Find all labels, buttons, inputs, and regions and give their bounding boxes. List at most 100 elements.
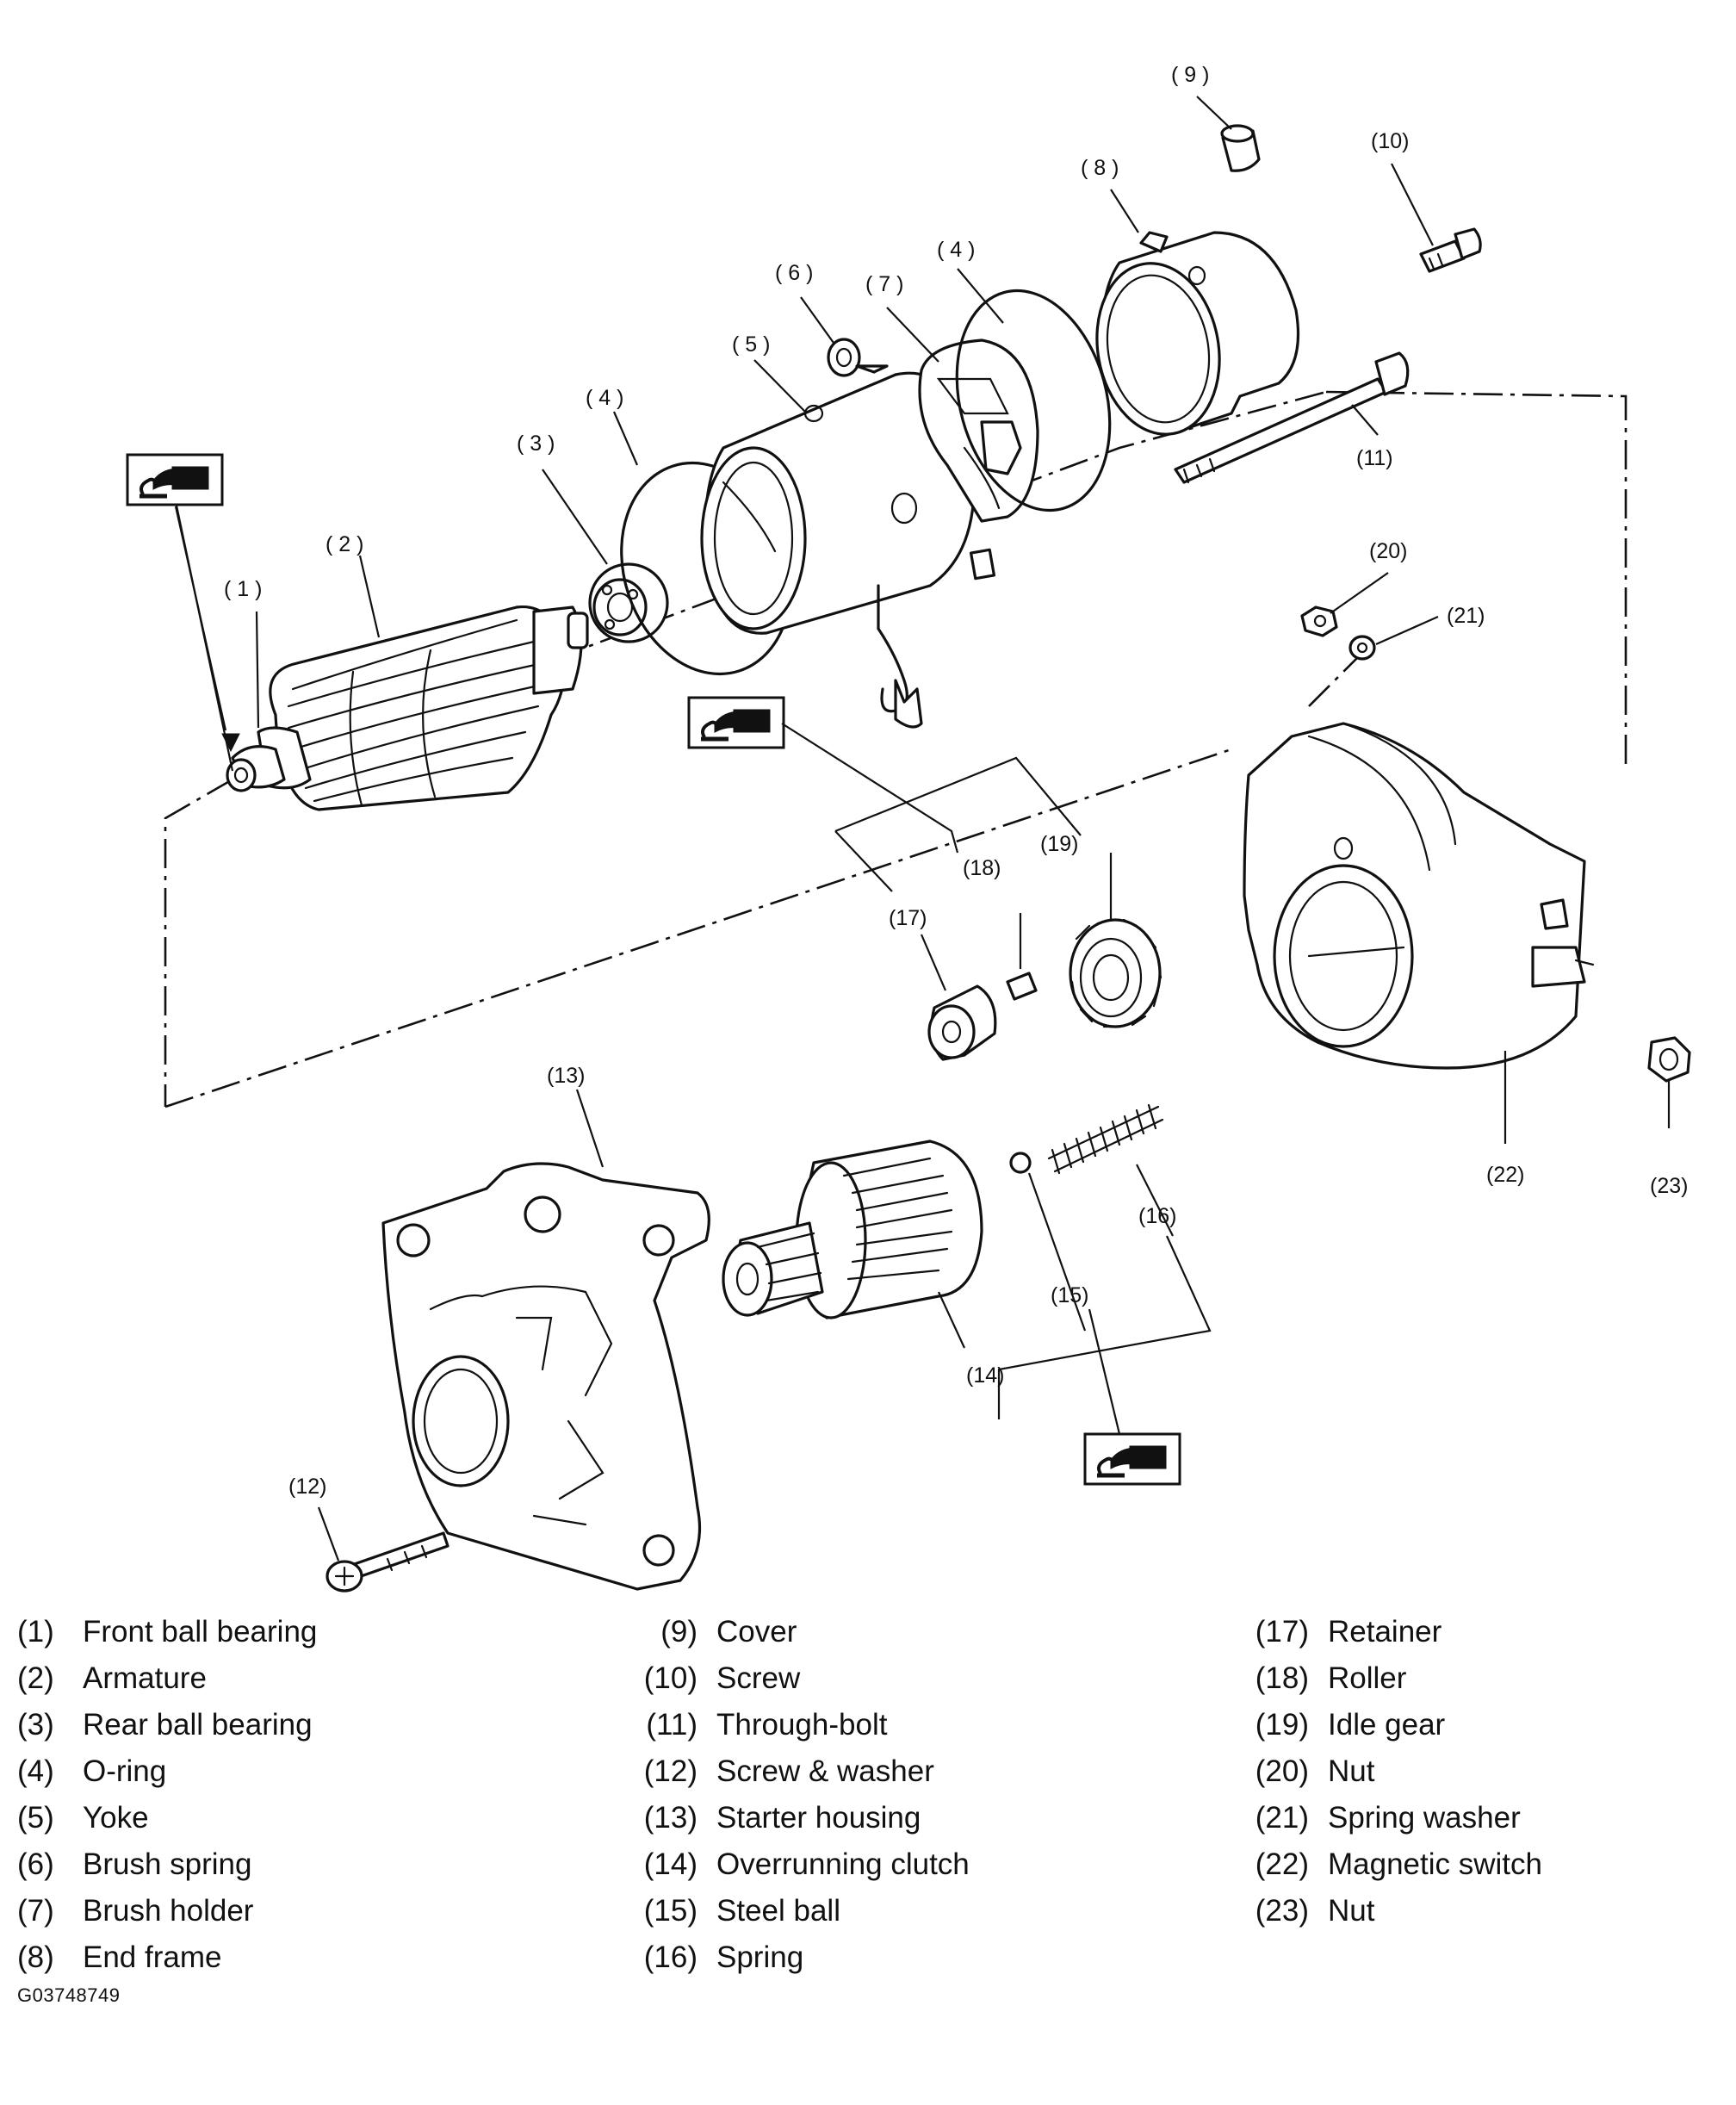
legend-number: (16) bbox=[643, 1940, 698, 1974]
legend-number: (1) bbox=[17, 1615, 54, 1649]
legend-number: (4) bbox=[17, 1754, 54, 1788]
legend-item: (5) Yoke bbox=[17, 1795, 317, 1841]
retainer-part bbox=[927, 984, 997, 1061]
callout-21: (21) bbox=[1447, 604, 1485, 628]
legend-number: (6) bbox=[17, 1847, 54, 1881]
legend-number: (23) bbox=[1255, 1894, 1309, 1928]
legend-label: End frame bbox=[83, 1940, 222, 1974]
callout-3: ( 3 ) bbox=[517, 432, 555, 456]
legend-item: (22) Magnetic switch bbox=[1231, 1841, 1542, 1888]
legend-number: (22) bbox=[1255, 1847, 1309, 1881]
legend-label: Through-bolt bbox=[716, 1708, 888, 1742]
brush-spring-part bbox=[827, 338, 889, 377]
brush-holder-part bbox=[918, 338, 1039, 581]
overrunning-clutch-part bbox=[722, 1139, 983, 1320]
legend-label: Magnetic switch bbox=[1328, 1847, 1542, 1881]
legend-label: Nut bbox=[1328, 1894, 1375, 1928]
legend-label: O-ring bbox=[83, 1754, 167, 1788]
legend-number: (2) bbox=[17, 1661, 54, 1695]
legend-number: (11) bbox=[646, 1708, 698, 1742]
nut-20-part bbox=[1300, 605, 1338, 637]
legend-item: (18)Roller bbox=[1231, 1655, 1542, 1702]
legend-label: Retainer bbox=[1328, 1615, 1442, 1649]
roller-part bbox=[1006, 972, 1038, 1001]
axis-line-lower bbox=[164, 748, 1232, 1108]
steel-ball-part bbox=[1009, 1152, 1032, 1174]
callout-12: (12) bbox=[288, 1475, 326, 1499]
callout-19: (19) bbox=[1040, 832, 1078, 856]
callout-4-rear: ( 4 ) bbox=[937, 238, 975, 262]
legend-item: (13) Starter housing bbox=[620, 1795, 970, 1841]
legend-number: (9) bbox=[660, 1615, 698, 1649]
callout-labels: ( 1 ) ( 2 ) ( 3 ) ( 4 ) ( 5 ) ( 6 ) ( 7 … bbox=[224, 63, 1688, 1499]
callout-2: ( 2 ) bbox=[326, 532, 363, 556]
legend-label: Yoke bbox=[83, 1801, 149, 1835]
legend-label: Spring bbox=[716, 1940, 804, 1974]
cover-part bbox=[1220, 124, 1261, 172]
end-frame-part bbox=[1095, 231, 1300, 436]
legend-label: Steel ball bbox=[716, 1894, 840, 1928]
callout-18: (18) bbox=[963, 856, 1001, 880]
armature-part bbox=[221, 605, 589, 811]
legend-item: (7)Brush holder bbox=[17, 1888, 317, 1934]
idle-gear-part bbox=[1069, 918, 1162, 1028]
legend-label: Screw bbox=[716, 1661, 801, 1695]
legend-number: (5) bbox=[17, 1801, 54, 1835]
legend-number: (8) bbox=[17, 1940, 54, 1974]
callout-11: (11) bbox=[1356, 446, 1393, 470]
grease-icon bbox=[1083, 1432, 1181, 1486]
callout-22: (22) bbox=[1486, 1163, 1524, 1187]
legend-number: (13) bbox=[643, 1801, 698, 1835]
legend-number: (10) bbox=[643, 1661, 698, 1695]
callout-9: ( 9 ) bbox=[1171, 63, 1209, 87]
exploded-view-diagram: ( 1 ) ( 2 ) ( 3 ) ( 4 ) ( 5 ) ( 6 ) ( 7 … bbox=[126, 63, 1691, 1593]
legend-column-1: (1) Front ball bearing (2) Armature (3) Rea… bbox=[17, 1609, 317, 1981]
legend-label: Rear ball bearing bbox=[83, 1708, 313, 1742]
legend-label: Front ball bearing bbox=[83, 1615, 318, 1649]
legend-item: (16) Spring bbox=[620, 1934, 970, 1981]
yoke-part bbox=[700, 371, 976, 729]
callout-1: ( 1 ) bbox=[224, 577, 262, 601]
legend-number: (19) bbox=[1255, 1708, 1309, 1742]
legend-number: (3) bbox=[17, 1708, 54, 1742]
axis-line-left bbox=[164, 778, 233, 1107]
starter-housing-part bbox=[381, 1162, 710, 1591]
legend-number: (20) bbox=[1255, 1754, 1309, 1788]
callout-14: (14) bbox=[966, 1363, 1004, 1388]
front-ball-bearing-part bbox=[226, 758, 257, 792]
callout-16: (16) bbox=[1138, 1204, 1176, 1228]
legend-label: Starter housing bbox=[716, 1801, 921, 1835]
legend-label: Armature bbox=[83, 1661, 207, 1695]
callout-4-front: ( 4 ) bbox=[586, 386, 623, 410]
legend-label: Cover bbox=[716, 1615, 797, 1649]
screw-part bbox=[1419, 227, 1482, 273]
legend-item: (12) Screw & washer bbox=[620, 1748, 970, 1795]
callout-8: ( 8 ) bbox=[1081, 156, 1119, 180]
legend-number: (7) bbox=[17, 1894, 54, 1928]
callout-20: (20) bbox=[1369, 539, 1407, 563]
magnetic-switch-part bbox=[1243, 722, 1595, 1070]
figure-id: G03748749 bbox=[17, 1984, 121, 2006]
legend-label: Screw & washer bbox=[716, 1754, 934, 1788]
axis-line-right bbox=[1325, 390, 1628, 767]
legend-label: Brush spring bbox=[83, 1847, 252, 1881]
axis-line-switch bbox=[1308, 654, 1361, 707]
legend-label: Nut bbox=[1328, 1754, 1375, 1788]
callout-10: (10) bbox=[1371, 129, 1409, 153]
legend-label: Idle gear bbox=[1328, 1708, 1446, 1742]
legend-item: (21)Spring washer bbox=[1231, 1795, 1542, 1841]
legend-item: (17)Retainer bbox=[1231, 1609, 1542, 1655]
screw-washer-part bbox=[326, 1531, 450, 1593]
grease-icon bbox=[126, 453, 224, 506]
grease-icon bbox=[687, 696, 785, 749]
legend-item: (11) Through-bolt bbox=[620, 1702, 970, 1748]
callout-15: (15) bbox=[1051, 1283, 1088, 1307]
legend-item: (9) Cover bbox=[620, 1609, 970, 1655]
legend-number: (12) bbox=[643, 1754, 698, 1788]
rear-ball-bearing-part bbox=[588, 562, 669, 643]
legend-label: Roller bbox=[1328, 1661, 1407, 1695]
callout-5: ( 5 ) bbox=[732, 332, 770, 357]
legend-number: (21) bbox=[1255, 1801, 1309, 1835]
legend-item: (23) Nut bbox=[1231, 1888, 1542, 1934]
